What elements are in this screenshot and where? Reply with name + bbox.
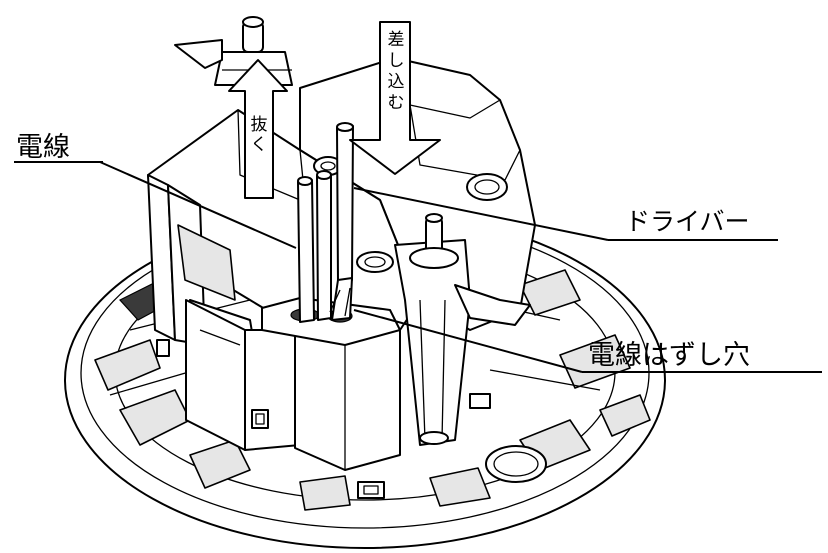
screwdriver <box>329 122 354 321</box>
insert-char-1: 差 <box>388 30 405 50</box>
driver-label: ドライバー <box>625 207 750 236</box>
wire-label: 電線 <box>16 132 70 163</box>
wire-callout <box>14 161 297 249</box>
insert-char-4: む <box>388 93 405 113</box>
insert-char-2: し <box>388 51 405 71</box>
insert-arrow <box>349 21 441 175</box>
front-block <box>147 109 421 471</box>
wires <box>297 170 332 323</box>
release-hole-label: 電線はずし穴 <box>588 340 750 371</box>
release-hole-callout <box>353 309 822 373</box>
pull-out-arrow <box>228 59 288 199</box>
pull-out-char-2: く <box>251 135 268 155</box>
driver-callout <box>353 187 778 241</box>
right-pin-assembly <box>356 213 531 446</box>
pull-out-char-1: 抜 <box>251 115 268 135</box>
insert-char-3: 込 <box>388 72 405 92</box>
